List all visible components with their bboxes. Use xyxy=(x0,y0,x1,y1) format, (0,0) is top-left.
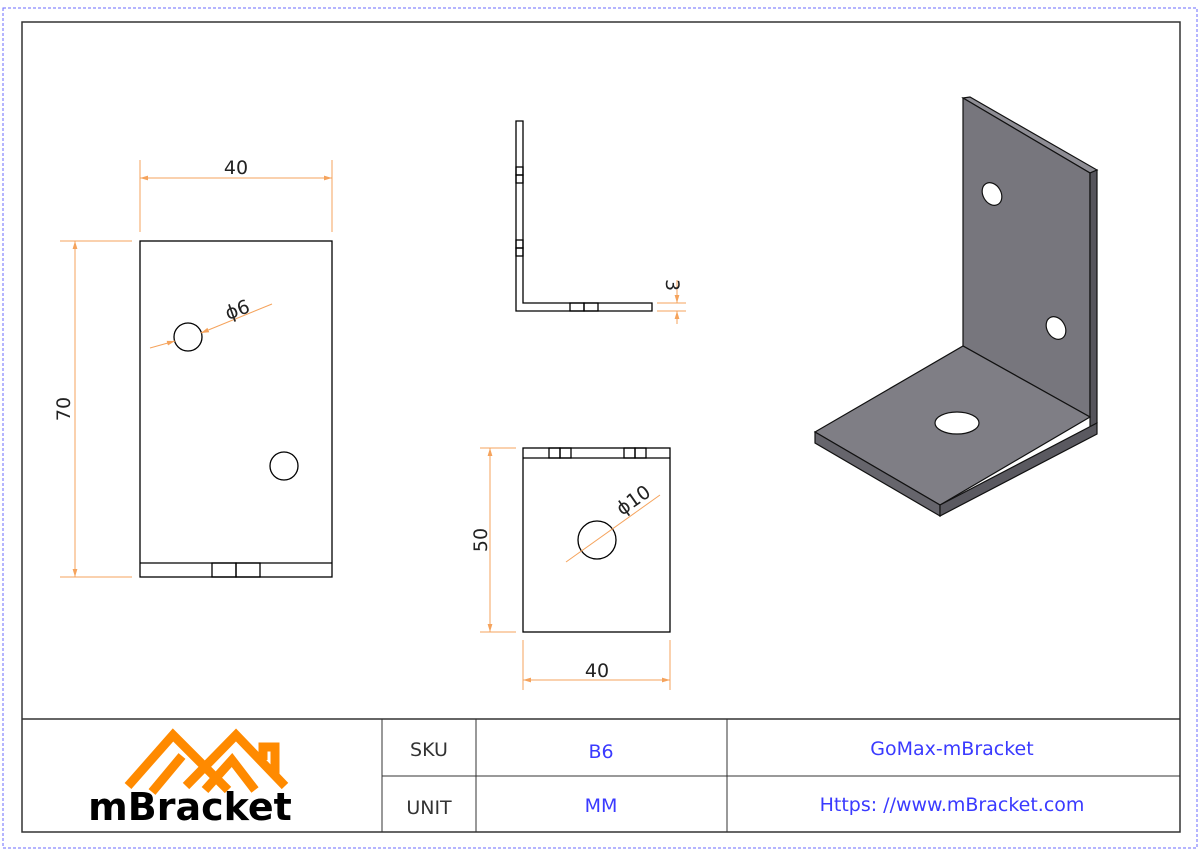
dim-height-50: 50 xyxy=(470,528,492,552)
sheet-border xyxy=(2,7,1198,849)
dim-hole-6: ϕ6 xyxy=(222,296,253,325)
logo xyxy=(124,728,289,795)
unit-value: MM xyxy=(585,795,618,817)
website-link[interactable]: Https: //www.mBracket.com xyxy=(820,794,1085,816)
dim-width-40: 40 xyxy=(224,157,248,179)
side-view: 3 xyxy=(515,120,686,324)
dim-width-40-top: 40 xyxy=(585,660,609,682)
drawing-frame xyxy=(21,21,1181,833)
front-view: 40 70 ϕ6 xyxy=(53,157,333,578)
unit-label: UNIT xyxy=(406,797,452,819)
dim-height-70: 70 xyxy=(53,397,75,421)
hole-6mm xyxy=(173,322,203,352)
sku-label: SKU xyxy=(410,739,448,761)
hole-6mm-lower xyxy=(269,451,299,481)
dim-thickness-3: 3 xyxy=(661,279,683,291)
logo-text: mBracket xyxy=(88,785,292,829)
top-view: ϕ10 50 40 xyxy=(470,447,671,690)
product-name: GoMax-mBracket xyxy=(870,738,1033,760)
title-block: mBracket SKU B6 UNIT MM GoMax-mBracket H… xyxy=(22,718,1180,832)
hole-10mm xyxy=(577,520,617,560)
isometric-view xyxy=(813,96,1099,518)
sku-value: B6 xyxy=(588,741,613,763)
